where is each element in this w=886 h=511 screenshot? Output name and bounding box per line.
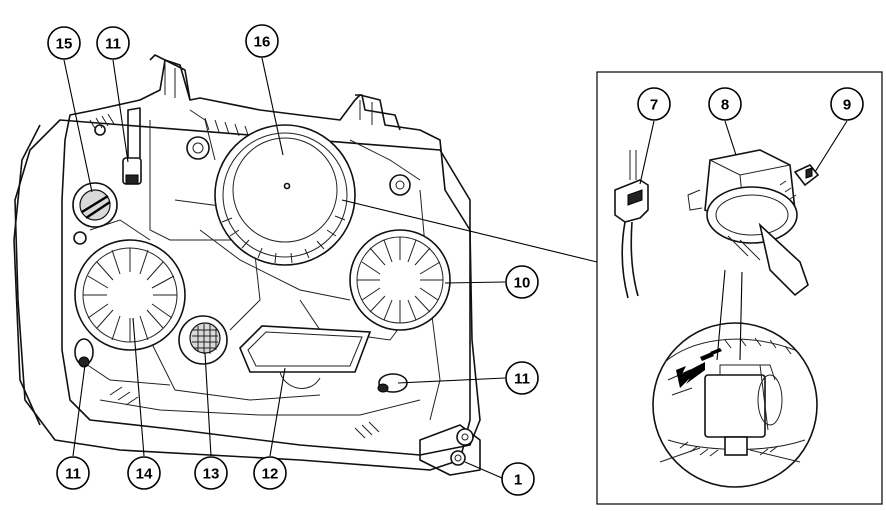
callout-label: 11: [65, 466, 81, 483]
detail-inset: [596, 71, 883, 505]
callout-label: 9: [843, 97, 851, 114]
inset-connector-line: [341, 199, 598, 263]
callout-7: 7: [637, 87, 671, 121]
clip-9: [793, 164, 820, 187]
callout-leaders: [63, 57, 848, 479]
callout-label: 16: [254, 34, 271, 51]
connector-7: [614, 150, 649, 299]
callout-10: 10: [505, 265, 539, 299]
callout-label: 15: [56, 36, 73, 53]
callout-label: 7: [650, 97, 658, 114]
callout-11-right: 11: [505, 361, 539, 395]
callout-label: 8: [721, 97, 729, 114]
callout-label: 13: [203, 466, 220, 483]
main-beam-cover-16: [214, 124, 356, 266]
dipped-beam-cover-10: [349, 229, 451, 331]
xenon-bulb-module-8: [687, 149, 809, 297]
callout-1: 1: [501, 462, 535, 496]
side-lamp-cover-14: [74, 239, 186, 351]
circular-detail-view: [652, 322, 818, 488]
callout-label: 11: [105, 36, 121, 53]
callout-9: 9: [830, 87, 864, 121]
callout-label: 12: [262, 466, 279, 483]
callout-15: 15: [47, 26, 81, 60]
callout-11-bottom: 11: [56, 456, 90, 490]
callout-13: 13: [194, 456, 228, 490]
callout-12: 12: [253, 456, 287, 490]
callout-8: 8: [708, 87, 742, 121]
callout-label: 1: [514, 472, 522, 489]
callout-label: 14: [136, 466, 153, 483]
callout-label: 10: [514, 275, 531, 292]
callout-16: 16: [245, 24, 279, 58]
bulb-holder-15: [72, 182, 118, 228]
vent-13: [178, 315, 228, 365]
callout-label: 11: [514, 371, 530, 388]
callout-14: 14: [127, 456, 161, 490]
plug-11-left: [74, 338, 94, 368]
access-cover-12: [239, 325, 372, 389]
callout-11-top: 11: [96, 26, 130, 60]
connector-11-top: [122, 107, 142, 185]
